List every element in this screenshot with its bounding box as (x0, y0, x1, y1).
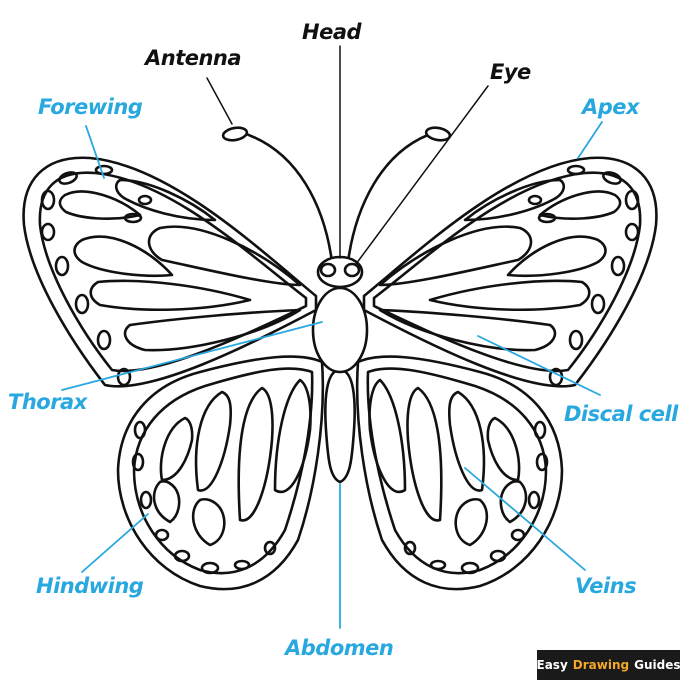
left-eye (319, 262, 337, 278)
wing-spot (54, 255, 70, 277)
left-wing-cell (73, 235, 174, 278)
right-wing-cell (428, 279, 591, 312)
left-hindwing-cell (159, 416, 194, 482)
wing-spot (460, 561, 480, 575)
wing-spot (173, 549, 191, 563)
antenna-label: Antenna (145, 46, 242, 70)
right-antenna (346, 130, 438, 264)
left-wing-cell (58, 190, 142, 220)
right-wing-cell (506, 235, 607, 278)
right-hindwing-cell (499, 479, 528, 524)
right-wing-cell (378, 308, 557, 352)
wing-spot (527, 194, 543, 206)
right-antenna-club (424, 126, 452, 142)
wing-spot (200, 561, 220, 575)
left-hindwing-cell (194, 390, 233, 492)
antenna-leader-line (206, 77, 233, 125)
right-hindwing-cell (454, 497, 489, 547)
wing-spot (154, 528, 170, 542)
wing-spot (403, 540, 417, 556)
wing-spot (624, 189, 640, 211)
left-hindwing-cell (191, 497, 226, 547)
wing-spot (590, 293, 606, 315)
wing-spot (40, 222, 56, 242)
wing-spot (527, 490, 541, 510)
thorax-leader-line (61, 321, 323, 391)
right-forewing-inner-band (372, 171, 642, 373)
wing-spot (566, 164, 586, 176)
wing-spot (40, 189, 56, 211)
wing-spot (489, 549, 507, 563)
eye-leader-line (355, 85, 489, 265)
left-antenna (238, 130, 334, 264)
wing-spot (58, 171, 78, 185)
wing-spot (233, 559, 251, 571)
right-wing-cell (463, 178, 566, 222)
wing-spot (116, 367, 132, 387)
veins-label: Veins (575, 574, 637, 598)
right-wing-cell (378, 225, 533, 287)
right-hindwing-cell (368, 378, 407, 494)
left-wing-cell (123, 308, 302, 352)
left-antenna-club (221, 126, 249, 142)
brand-watermark: Easy Drawing Guides (537, 650, 680, 680)
brand-word-easy: Easy (536, 658, 568, 672)
discal-cell-label: Discal cell (564, 402, 678, 426)
eye-label: Eye (490, 60, 531, 84)
abdomen-shape (324, 368, 356, 484)
wing-spot (94, 164, 114, 176)
hindwing-leader-line (81, 513, 149, 573)
brand-word-drawing: Drawing (572, 658, 630, 672)
brand-word-guides: Guides (634, 658, 680, 672)
right-hindwing-cell (447, 390, 486, 492)
thorax-label: Thorax (8, 390, 87, 414)
forewing-label: Forewing (38, 95, 143, 119)
wing-spot (123, 212, 143, 224)
left-hindwing-cell (152, 479, 181, 524)
left-wing-cell (89, 279, 252, 312)
left-wing-cell (114, 178, 217, 222)
right-eye (343, 262, 361, 278)
wing-spot (139, 490, 153, 510)
wing-spot (537, 212, 557, 224)
abdomen-label: Abdomen (285, 636, 394, 660)
wing-spot (96, 329, 112, 351)
left-hindwing-cell (273, 378, 312, 494)
left-forewing-outline (22, 156, 318, 388)
wing-spot (510, 528, 526, 542)
right-hindwing-cell (486, 416, 521, 482)
wing-spot (624, 222, 640, 242)
wing-spot (535, 452, 549, 472)
wing-spot (74, 293, 90, 315)
discal-cell-leader-line (477, 335, 601, 396)
apex-label: Apex (582, 95, 640, 119)
wing-spot (263, 540, 277, 556)
hindwing-label: Hindwing (36, 574, 144, 598)
right-forewing-outline (362, 156, 658, 388)
left-hindwing-outline (116, 355, 325, 591)
forewing-leader-line (85, 125, 105, 179)
veins-leader-line (464, 467, 586, 571)
right-wing-cell (538, 190, 622, 220)
wing-spot (429, 559, 447, 571)
head-label: Head (302, 20, 362, 44)
wing-spot (568, 329, 584, 351)
wing-spot (133, 420, 147, 440)
thorax-shape (311, 286, 369, 374)
left-wing-cell (147, 225, 302, 287)
left-hindwing-cell (237, 386, 274, 522)
wing-spot (610, 255, 626, 277)
wing-spot (602, 171, 622, 185)
wing-spot (131, 452, 145, 472)
right-hindwing-outline (355, 355, 564, 591)
right-hindwing-cell (406, 386, 443, 522)
wing-spot (137, 194, 153, 206)
apex-leader-line (577, 121, 603, 159)
wing-spot (533, 420, 547, 440)
left-forewing-inner-band (38, 171, 308, 373)
